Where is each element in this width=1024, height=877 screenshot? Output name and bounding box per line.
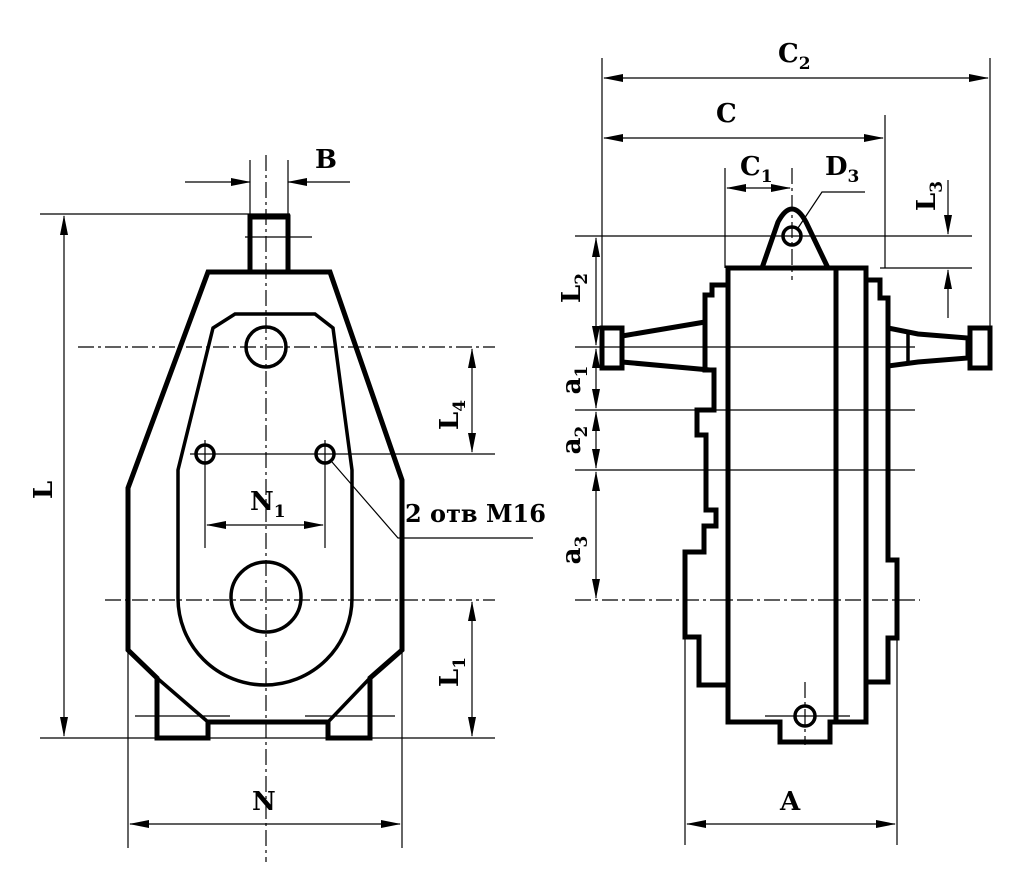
label-N: N <box>252 787 276 817</box>
D3-leader <box>797 191 865 229</box>
left-shaft-end <box>599 325 625 371</box>
front-view: L B N N1 L4 L1 2 отв М16 <box>29 145 546 862</box>
right-shaft-end <box>967 325 993 371</box>
lower-bore <box>229 560 303 634</box>
label-L4: L4 <box>435 400 470 430</box>
lifting-eye-hole <box>781 225 803 247</box>
label-a3: a3 <box>557 536 592 565</box>
label-D3: D3 <box>825 152 859 187</box>
label-a2: a2 <box>557 426 592 455</box>
left-shaft-taper <box>621 319 711 373</box>
right-side-profile <box>866 277 900 685</box>
housing-body <box>725 265 869 745</box>
label-L2: L2 <box>557 273 592 303</box>
label-L1: L1 <box>435 657 470 687</box>
holes-leader <box>331 461 533 539</box>
left-foot-rib <box>155 676 210 724</box>
label-A: A <box>779 787 801 817</box>
label-C: C <box>716 99 737 129</box>
side-view: C2 C C1 D3 L3 L2 a1 a2 a3 A <box>557 39 993 845</box>
label-L3: L3 <box>912 181 947 211</box>
right-foot-rib <box>326 676 372 724</box>
left-side-profile <box>682 282 728 688</box>
lifting-eye <box>759 206 831 270</box>
label-C2: C2 <box>778 39 811 74</box>
label-C1: C1 <box>740 152 773 187</box>
label-L: L <box>29 481 59 499</box>
holes-note: 2 отв М16 <box>405 499 546 528</box>
label-B: B <box>315 145 337 175</box>
inner-cover <box>176 312 354 687</box>
upper-bore <box>244 325 288 369</box>
top-shaft <box>247 214 291 272</box>
label-N1: N1 <box>250 487 286 522</box>
label-a1: a1 <box>557 366 592 395</box>
